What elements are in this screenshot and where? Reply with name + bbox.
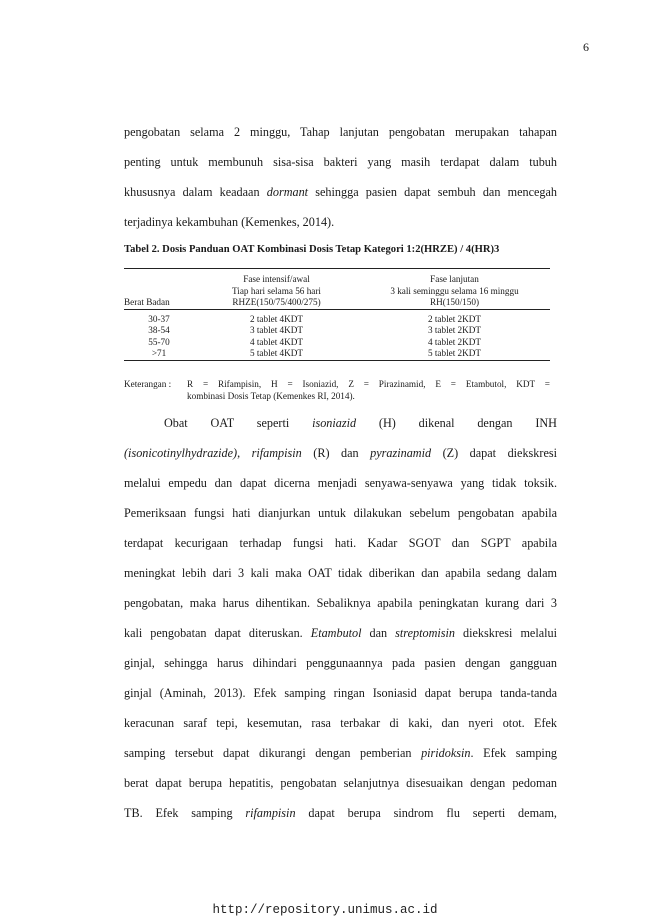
header-cell: RHZE(150/75/400/275) (194, 297, 359, 310)
note-label: Keterangan : (124, 379, 172, 389)
note-text: R = Rifampisin, H = Isoniazid, Z = Piraz… (187, 379, 550, 389)
dosage-table: Fase intensif/awal Fase lanjutan Tiap ha… (124, 268, 550, 361)
text-line: Pemeriksaan fungsi hati dianjurkan untuk… (124, 506, 557, 520)
text-line: kali pengobatan dapat diteruskan. Etambu… (124, 626, 557, 640)
page-number: 6 (583, 40, 589, 54)
repository-url: http://repository.unimus.ac.id (212, 903, 438, 917)
text-line: penting untuk membunuh sisa-sisa bakteri… (124, 155, 557, 169)
header-cell: Fase intensif/awal (243, 274, 310, 284)
table-row: 38-54 3 tablet 4KDT 3 tablet 2KDT (148, 325, 482, 335)
text-line: khususnya dalam keadaan dormant sehingga… (124, 185, 558, 199)
header-cell: RH(150/150) (359, 297, 550, 310)
text-line: pengobatan selama 2 minggu, Tahap lanjut… (124, 125, 557, 139)
header-cell: 3 kali seminggu selama 16 minggu (390, 285, 519, 296)
text-line: Obat OAT seperti isoniazid (H) dikenal d… (164, 416, 557, 430)
table-caption: Tabel 2. Dosis Panduan OAT Kombinasi Dos… (124, 244, 500, 255)
table-row: >71 5 tablet 4KDT 5 tablet 2KDT (124, 348, 550, 361)
text-line: meningkat lebih dari 3 kali maka OAT tid… (124, 566, 557, 580)
paragraph-body: Obat OAT seperti isoniazid (H) dikenal d… (124, 408, 557, 828)
header-cell: Tiap hari selama 56 hari (232, 285, 321, 296)
table-row: 30-37 2 tablet 4KDT 2 tablet 2KDT (148, 313, 482, 324)
text-line: terjadinya kekambuhan (Kemenkes, 2014). (124, 215, 335, 229)
text-line: ginjal, sehingga harus dihindari penggun… (124, 656, 557, 670)
text-line: (isonicotinylhydrazide), rifampisin (R) … (124, 446, 557, 460)
text-line: melalui empedu dan dapat dicerna menjadi… (124, 476, 557, 490)
text-line: terdapat kecurigaan terhadap fungsi hati… (124, 536, 557, 550)
header-cell: Fase lanjutan (430, 274, 479, 284)
table-note: Keterangan : R = Rifampisin, H = Isoniaz… (124, 379, 550, 402)
text-line: ginjal (Aminah, 2013). Efek samping ring… (124, 686, 557, 700)
paragraph-intro: pengobatan selama 2 minggu, Tahap lanjut… (124, 117, 557, 237)
text-line: pengobatan, maka harus dihentikan. Sebal… (124, 596, 557, 610)
text-line: samping tersebut dapat dikurangi dengan … (124, 746, 558, 760)
text-line: berat dapat berupa hepatitis, pengobatan… (124, 776, 557, 790)
text-line: TB. Efek samping rifampisin dapat berupa… (124, 806, 557, 820)
text-line: keracunan saraf tepi, kesemutan, rasa te… (124, 716, 557, 730)
note-text: kombinasi Dosis Tetap (Kemenkes RI, 2014… (187, 390, 355, 401)
header-cell-weight: Berat Badan (124, 297, 194, 310)
table-row: 55-70 4 tablet 4KDT 4 tablet 2KDT (148, 336, 482, 347)
